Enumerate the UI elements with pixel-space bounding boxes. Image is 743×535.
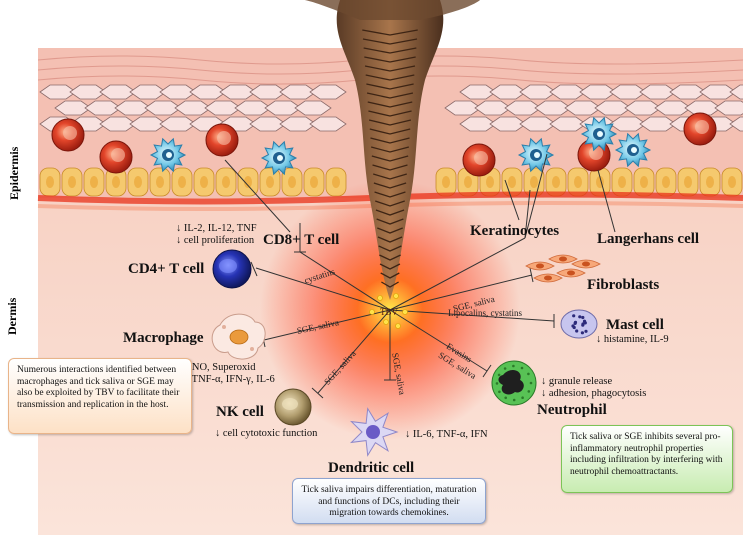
mast-cell-icon [560,309,598,339]
mast-effect: ↓ histamine, IL-9 [596,334,669,345]
nk-effect: ↓ cell cytotoxic function [215,428,318,439]
dendritic-cell-icon [349,407,399,457]
nk-cell-icon [274,388,312,426]
macrophage-effect-cytokines: ↓ TNF-α, IFN-γ, IL-6 [184,374,275,385]
t-cell-icon [212,249,252,289]
dendritic-effect: ↓ IL-6, TNF-α, IFN [405,429,488,440]
cd4-t-cell-label: CD4+ T cell [128,261,205,277]
neutrophil-label: Neutrophil [537,402,607,418]
keratinocytes-label: Keratinocytes [470,223,560,239]
epidermis-label: Epidermis [7,146,21,200]
fibroblasts-label: Fibroblasts [587,277,660,293]
nk-cell-label: NK cell [216,404,264,420]
macrophage-note: Numerous interactions identified between… [8,358,192,434]
macrophage-label: Macrophage [123,330,204,346]
cd4-effect-proliferation: ↓ cell proliferation [176,235,255,246]
macrophage-effect-no: ↓ NO, Superoxid [184,362,256,373]
mast-cell-label: Mast cell [606,317,664,333]
dendritic-note: Tick saliva impairs differentiation, mat… [292,478,486,524]
tick-mouthpart-icon [300,0,480,300]
basal-keratinocytes [39,167,743,197]
fibroblast-icon [525,254,601,283]
langerhans-cell-label: Langerhans cell [597,231,700,247]
langerhans-cell-icon [149,116,652,176]
neutrophil-icon [491,360,537,406]
neutrophil-note: Tick saliva or SGE inhibits several pro-… [561,425,733,493]
edge-label-mast: Lipocalins, cystatins [448,308,522,318]
cd4-effect-cytokines: ↓ IL-2, IL-12, TNF [176,223,257,234]
epidermal-cells [51,112,717,177]
squamous-cells [39,84,743,132]
neutrophil-effect-granule: ↓ granule release [541,376,613,387]
virus-icon [369,293,408,329]
dermis-label: Dermis [5,297,19,335]
inhibition-lines [224,153,616,399]
dendritic-cell-label: Dendritic cell [328,460,415,476]
tbv-label: TBV [380,307,398,317]
macrophage-icon [211,313,266,360]
neutrophil-effect-adhesion: ↓ adhesion, phagocytosis [541,388,647,399]
cd8-t-cell-label: CD8+ T cell [263,232,340,248]
